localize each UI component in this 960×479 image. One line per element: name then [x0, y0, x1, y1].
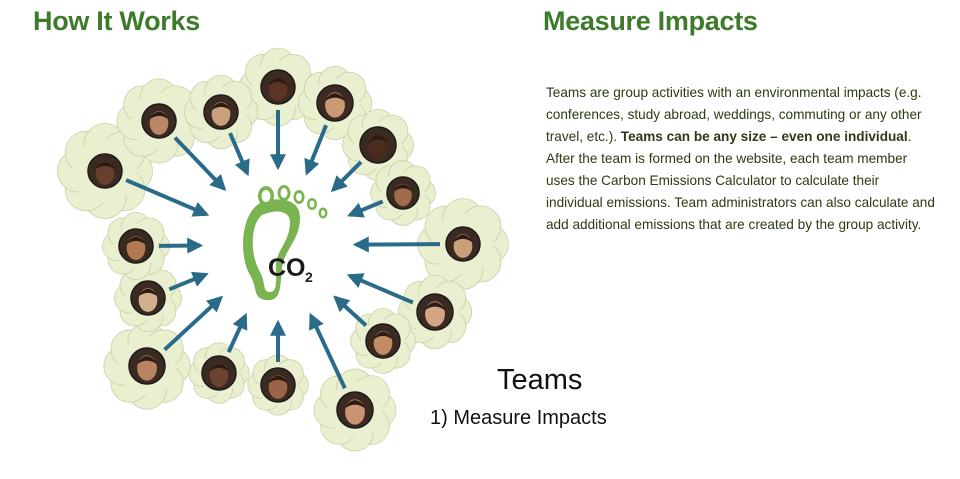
member-arrows: [125, 110, 441, 390]
teams-title: Teams: [497, 364, 583, 396]
avatar-hair: [208, 363, 230, 373]
member-avatars: [87, 69, 481, 429]
how-it-works-heading: How It Works: [33, 6, 200, 36]
arrow-to-center: [125, 178, 210, 217]
person-avatar: [386, 176, 420, 210]
co2-subscript: 2: [305, 269, 313, 285]
person-avatar: [365, 323, 401, 359]
co2-label: CO: [268, 254, 306, 282]
avatar-hair: [323, 93, 347, 103]
avatar-hair: [393, 184, 413, 193]
arrow-to-center: [226, 312, 248, 353]
arrow-to-center: [173, 136, 227, 192]
description-part1: Teams are group activities with an envir…: [546, 85, 922, 144]
avatar-face: [209, 363, 229, 387]
avatar-face: [137, 355, 157, 381]
avatar-face: [138, 288, 158, 312]
avatar-face: [126, 236, 146, 260]
avatar-hair: [366, 135, 390, 145]
teams-step: 1) Measure Impacts: [430, 407, 607, 429]
footprint-icon: CO 2: [243, 185, 328, 301]
person-avatar: [201, 355, 237, 391]
avatar-hair: [423, 302, 447, 312]
arrow-to-center: [333, 295, 368, 327]
team-diagram: CO 2: [57, 47, 509, 452]
avatar-face: [425, 301, 445, 327]
avatar-face: [453, 234, 473, 258]
person-avatar: [118, 228, 154, 264]
person-avatar: [87, 153, 123, 189]
avatar-face: [149, 111, 169, 135]
arrow-to-center: [168, 271, 209, 292]
avatar-hair: [94, 161, 116, 171]
person-avatar: [260, 367, 296, 403]
avatar-hair: [210, 102, 232, 112]
avatar-hair: [452, 234, 474, 244]
avatar-face: [268, 77, 288, 101]
arrow-to-center: [228, 132, 250, 177]
description-bold: Teams can be any size – even one individ…: [620, 129, 908, 144]
description-part2: . After the team is formed on the websit…: [546, 129, 935, 232]
avatar-face: [95, 161, 115, 185]
arrow-to-center: [330, 160, 363, 193]
avatar-face: [325, 92, 345, 118]
measure-impacts-heading: Measure Impacts: [543, 6, 758, 36]
description-text: Teams are group activities with an envir…: [546, 82, 938, 236]
arrow-to-center: [346, 273, 414, 305]
person-avatar: [416, 293, 454, 331]
avatar-hair: [372, 331, 394, 341]
member-cloud: [57, 123, 153, 219]
avatar-hair: [267, 375, 289, 385]
avatar-face: [373, 331, 393, 355]
avatar-hair: [148, 111, 170, 121]
avatar-hair: [135, 356, 159, 366]
person-avatar: [336, 391, 374, 429]
avatar-hair: [267, 77, 289, 87]
person-avatar: [203, 94, 239, 130]
person-avatar: [128, 347, 166, 385]
person-avatar: [316, 84, 354, 122]
avatar-hair: [343, 400, 367, 410]
avatar-hair: [125, 236, 147, 246]
person-avatar: [359, 126, 397, 164]
avatar-face: [394, 183, 412, 207]
avatar-face: [345, 399, 365, 425]
arrow-to-center: [347, 199, 384, 218]
arrow-to-center: [163, 295, 224, 352]
arrow-to-center: [304, 124, 328, 176]
avatar-face: [211, 102, 231, 126]
avatar-face: [268, 375, 288, 399]
person-avatar: [130, 280, 166, 316]
person-avatar: [141, 103, 177, 139]
avatar-face: [368, 134, 388, 160]
arrow-to-center: [309, 312, 347, 390]
person-avatar: [445, 226, 481, 262]
avatar-hair: [137, 288, 159, 298]
person-avatar: [260, 69, 296, 105]
